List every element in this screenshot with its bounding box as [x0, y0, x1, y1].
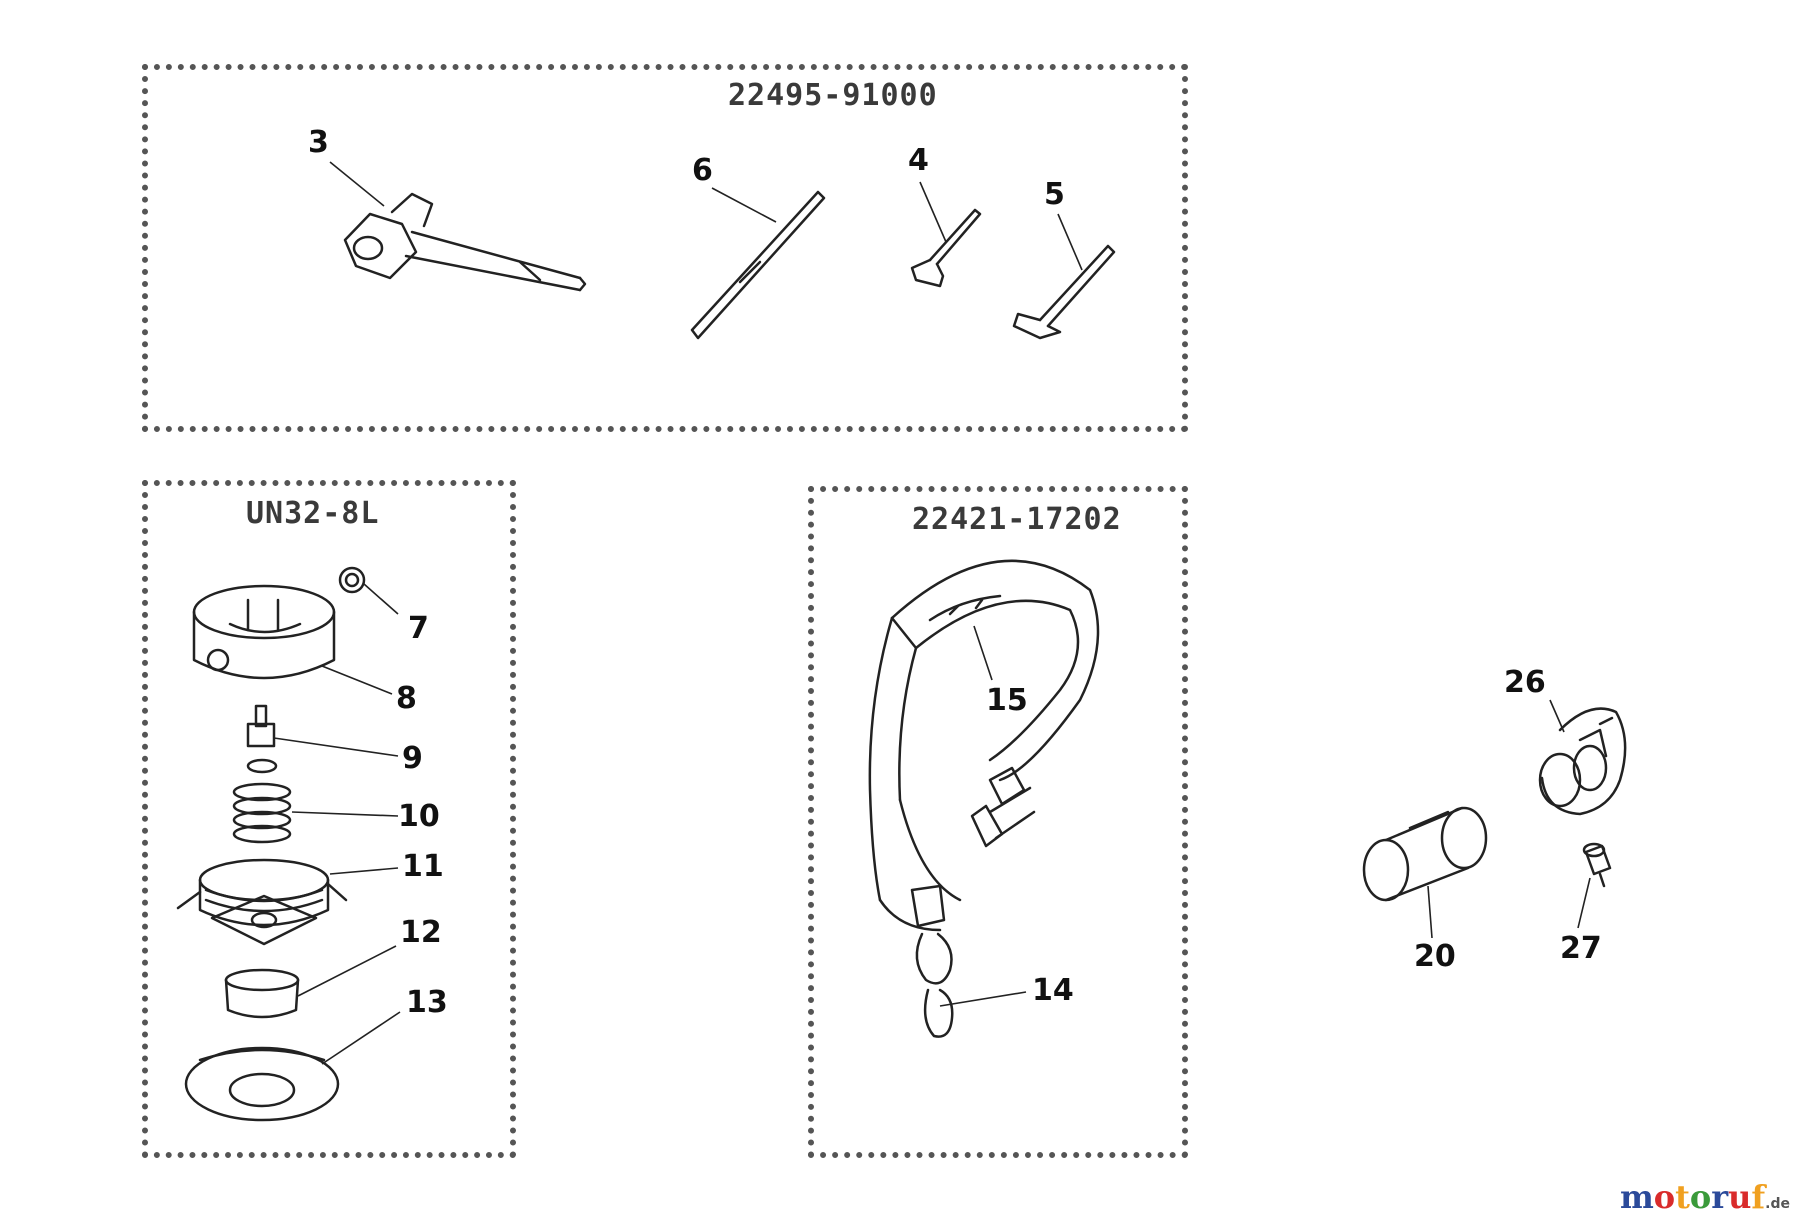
watermark-letter: o: [1653, 1178, 1676, 1216]
part-12-cup: [224, 968, 300, 1019]
callout-11: 11: [402, 849, 444, 884]
part-14-15-harness: [868, 559, 1100, 1038]
part-4-hex-key-small: [910, 208, 982, 288]
watermark-letter: m: [1619, 1178, 1654, 1216]
callout-20: 20: [1414, 939, 1456, 974]
part-6-bar: [690, 190, 826, 340]
watermark-logo: motoruf.de: [1620, 1178, 1790, 1216]
part-20-cylinder: [1362, 806, 1488, 902]
watermark-suffix: .de: [1765, 1196, 1790, 1212]
watermark-letter: t: [1675, 1178, 1690, 1216]
callout-4: 4: [908, 143, 929, 178]
callout-9: 9: [402, 741, 423, 776]
watermark-letter: f: [1751, 1178, 1766, 1216]
part-13-cover: [184, 1046, 340, 1122]
part-10-spring: [232, 782, 292, 844]
callout-3: 3: [308, 125, 329, 160]
part-11-spool: [176, 858, 348, 946]
callout-26: 26: [1504, 665, 1546, 700]
kit-title-tools: 22495-91000: [728, 78, 938, 113]
kit-box-tools: [142, 64, 1188, 432]
part-9-bolt: [246, 704, 278, 774]
kit-title-head: UN32-8L: [246, 496, 380, 531]
watermark-letters: motoruf: [1620, 1178, 1765, 1216]
watermark-letter: u: [1728, 1178, 1752, 1216]
part-7-cap: [338, 566, 366, 594]
part-26-clamp: [1538, 707, 1627, 816]
kit-box-harness: [808, 486, 1188, 1158]
callout-10: 10: [398, 799, 440, 834]
watermark-letter: r: [1711, 1178, 1729, 1216]
callout-14: 14: [1032, 973, 1074, 1008]
callout-12: 12: [400, 915, 442, 950]
callout-15: 15: [986, 683, 1028, 718]
callout-13: 13: [406, 985, 448, 1020]
leader-lines: [273, 161, 1591, 1065]
callout-5: 5: [1044, 177, 1065, 212]
part-3-socket-wrench: [343, 192, 587, 292]
callout-6: 6: [692, 153, 713, 188]
part-27-screw: [1582, 842, 1612, 888]
callout-7: 7: [408, 611, 429, 646]
callout-27: 27: [1560, 931, 1602, 966]
part-5-hex-key-large: [1012, 244, 1116, 340]
part-8-housing: [192, 584, 336, 680]
watermark-letter: o: [1689, 1178, 1712, 1216]
callout-8: 8: [396, 681, 417, 716]
kit-title-harness: 22421-17202: [912, 502, 1122, 537]
kit-box-head: [142, 480, 516, 1158]
